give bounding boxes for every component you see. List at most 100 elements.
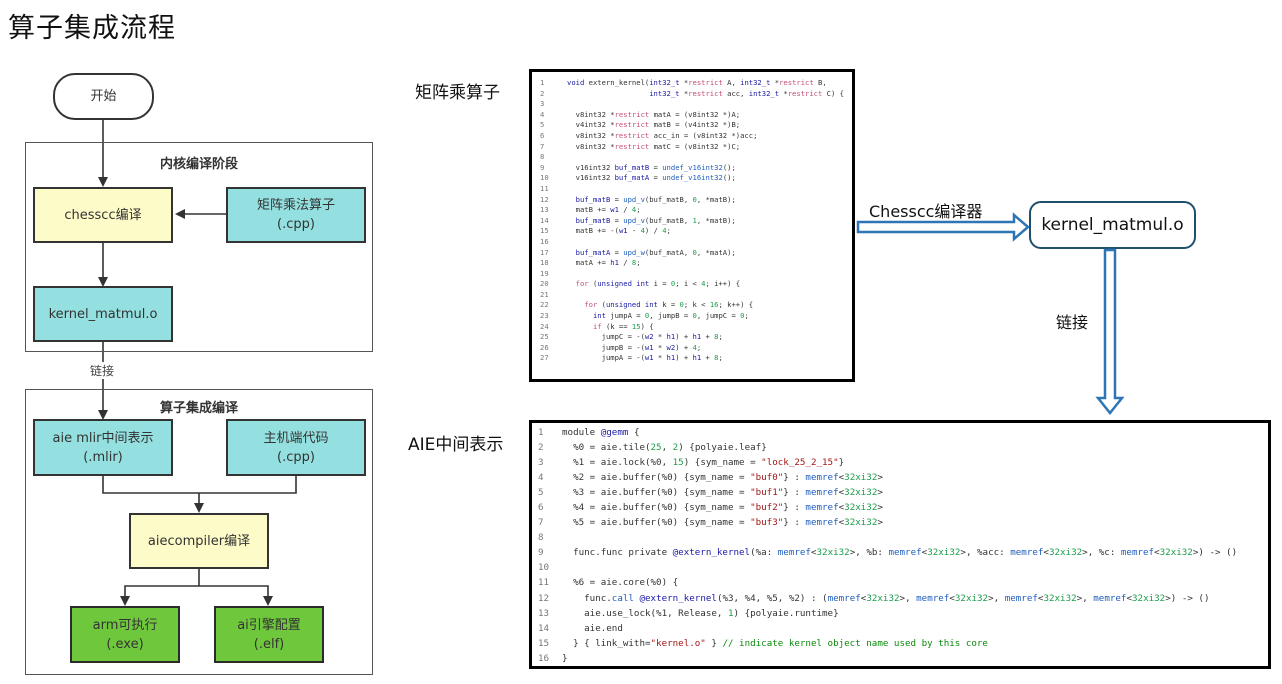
mlir-code-line: 6 %4 = aie.buffer(%0) {sym_name = "buf2"…	[538, 500, 1264, 515]
code-token: memref	[1093, 592, 1127, 604]
line-number: 15	[538, 637, 550, 649]
line-number: 4	[538, 472, 544, 484]
code-token: restrict	[688, 78, 728, 87]
code-token: ;	[744, 311, 749, 321]
line-number: 8	[540, 152, 545, 162]
code-token: 4	[640, 226, 645, 236]
kernel-code-line: 19	[540, 269, 848, 280]
code-token: undef_v16int32	[662, 173, 723, 183]
code-token: w2	[644, 332, 654, 342]
code-token: <	[1126, 592, 1133, 604]
start-node-label: 开始	[90, 89, 117, 104]
code-token: 0	[670, 279, 676, 289]
mlir-code-line: 9 func.func private @extern_kernel(%a: m…	[538, 545, 1264, 560]
line-number: 16	[538, 652, 550, 664]
code-token: "kernel.o"	[650, 637, 706, 649]
kernel-code-line: 7 v8int32 *restrict matC = (v8int32 *)C;	[540, 142, 848, 153]
kernel-code-line: 15 matB += -(w1 - 4) / 4;	[540, 226, 848, 237]
flowchart-connectors	[98, 119, 297, 606]
code-text: v4int32 *restrict matB = (v4int32 *)B;	[567, 120, 740, 131]
code-token: %2 = aie.buffer(%0) {sym_name =	[562, 472, 751, 484]
code-token: 32xi32	[844, 502, 878, 514]
line-number: 9	[538, 547, 544, 559]
code-text: jumpA = -(w1 * h1) + h1 + 8;	[567, 353, 723, 364]
kernel-code-line: 14 buf_matB = upd_v(buf_matB, 1, *matB);	[540, 216, 848, 227]
code-token: int	[592, 311, 611, 321]
code-token: memref	[805, 472, 839, 484]
code-token: } { link_with=	[562, 637, 651, 649]
code-token: (	[601, 300, 606, 310]
aiecompiler-node: aiecompiler编译	[129, 513, 269, 569]
line-number: 25	[540, 332, 549, 342]
host-code-label: 主机端代码	[263, 430, 329, 446]
line-number: 10	[540, 173, 549, 183]
code-token: <	[949, 592, 955, 604]
code-token: h1	[692, 332, 702, 342]
code-token: w1	[618, 226, 628, 236]
code-text: v8int32 *restrict matA = (v8int32 *)A;	[567, 110, 740, 121]
code-token: <	[838, 502, 845, 514]
line-number: 27	[540, 353, 549, 363]
code-token: 32xi32	[1159, 547, 1193, 559]
matmul-source-ext: (.cpp)	[277, 217, 315, 232]
aie-mlir-node: aie mlir中间表示 (.mlir)	[33, 419, 173, 476]
code-token: acc_in = (v8int32 *)acc;	[653, 130, 758, 140]
integration-compile-stage-title: 算子集成编译	[159, 401, 238, 416]
code-text: buf_matA = upd_w(buf_matA, 0, *matA);	[567, 248, 736, 259]
code-token	[567, 311, 593, 320]
code-token: undef_v16int32	[662, 162, 723, 172]
code-token: } :	[783, 502, 806, 514]
chesscc-compile-node: chesscc编译	[33, 187, 173, 243]
code-token: h1	[666, 353, 676, 363]
code-token: 4	[701, 279, 706, 289]
code-token: C) {	[826, 88, 844, 98]
code-token: 32xi32	[816, 547, 850, 559]
mlir-code-line: 14 aie.end	[538, 621, 1264, 636]
start-node: 开始	[53, 73, 154, 120]
code-token: ;	[666, 226, 671, 236]
code-text	[567, 237, 571, 248]
code-text	[562, 560, 568, 575]
code-token: 32xi32	[844, 472, 878, 484]
code-token: /	[618, 258, 632, 268]
code-text: %0 = aie.tile(25, 2) {polyaie.leaf}	[562, 440, 767, 455]
code-token: @gemm	[600, 427, 629, 438]
kernel-code-line: 3	[540, 99, 848, 110]
code-token: memref	[805, 502, 839, 514]
code-token: 0	[679, 300, 684, 310]
code-token: i =	[653, 279, 671, 289]
code-token: <	[860, 592, 867, 604]
code-token: ();	[722, 162, 736, 172]
code-text	[567, 184, 571, 195]
code-token: matB += -(	[567, 226, 619, 236]
matmul-source-label: 矩阵乘法算子	[256, 198, 335, 213]
code-text: aie.end	[562, 621, 623, 636]
line-number: 2	[538, 442, 544, 454]
code-token: 4	[631, 205, 637, 215]
code-token: 1	[727, 607, 734, 619]
code-token: =	[610, 247, 624, 257]
code-token: h1	[666, 332, 676, 342]
code-token: *	[683, 88, 689, 98]
code-token: <	[838, 472, 845, 484]
code-token: v4int32 *	[567, 120, 615, 130]
code-token: "buf0"	[750, 472, 784, 484]
code-token: >	[877, 502, 883, 514]
host-code-ext: (.cpp)	[277, 449, 315, 465]
code-text: v16int32 buf_matB = undef_v16int32();	[567, 163, 736, 174]
code-token: (	[592, 279, 598, 289]
code-token: ) +	[675, 332, 693, 342]
code-token: upd_v	[623, 215, 645, 225]
code-token: int32_t	[748, 88, 784, 98]
code-token: 32xi32	[844, 487, 878, 499]
line-number: 15	[540, 226, 549, 236]
code-token: ) /	[644, 226, 663, 236]
code-token: restrict	[614, 120, 654, 130]
line-number: 24	[540, 321, 549, 331]
code-token: %4 = aie.buffer(%0) {sym_name =	[562, 502, 751, 514]
code-token: {	[628, 427, 640, 438]
code-token: 15	[672, 457, 684, 469]
code-token: jumpB = -(	[567, 342, 645, 352]
code-token: %3 = aie.buffer(%0) {sym_name =	[562, 487, 751, 499]
